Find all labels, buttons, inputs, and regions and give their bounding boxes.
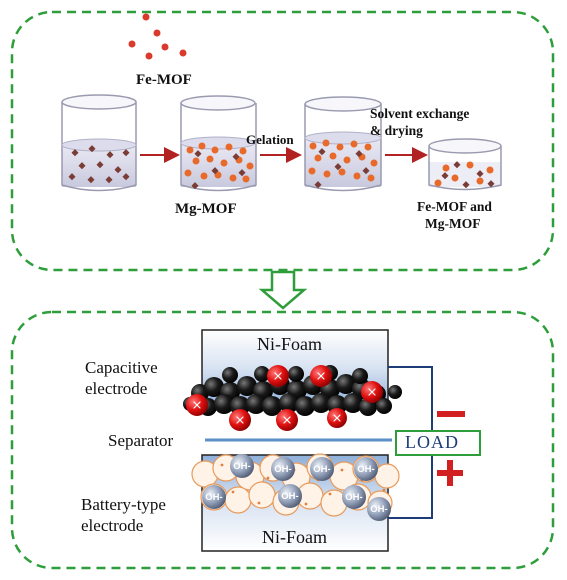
beaker-3 — [304, 96, 382, 192]
separator-label: Separator — [108, 431, 174, 450]
capacitive-electrode-line2: electrode — [85, 379, 148, 398]
minus-terminal — [437, 411, 465, 417]
oh-ion-label: OH- — [274, 464, 291, 475]
oh-ion-label: OH- — [281, 491, 298, 502]
capacitive-electrode-line1: Capacitive — [85, 358, 158, 377]
oh-ion-label: OH- — [205, 492, 222, 503]
beaker-2 — [180, 95, 257, 192]
load-box — [395, 430, 481, 456]
oh-ion — [342, 485, 366, 509]
product-label-line1: Fe-MOF and — [417, 199, 492, 214]
mg-mof-label: Mg-MOF — [175, 201, 237, 217]
load-label: LOAD — [405, 432, 459, 452]
oh-ion-label: OH- — [345, 492, 362, 503]
oh-ion — [230, 454, 254, 478]
drying-label: & drying — [370, 123, 423, 138]
oh-ion-label: OH- — [370, 504, 387, 515]
battery-electrode-line2: electrode — [81, 516, 144, 535]
gelation-label: Gelation — [246, 132, 294, 147]
oh-ion — [278, 484, 302, 508]
ni-foam-bottom-label: Ni-Foam — [262, 527, 327, 547]
product-label-line2: Mg-MOF — [425, 216, 481, 231]
device-panel — [10, 310, 555, 570]
oh-ion — [202, 485, 226, 509]
fe-mof-particles — [128, 13, 187, 60]
oh-ion-label: OH- — [313, 464, 330, 475]
red-mof-spheres — [186, 365, 383, 431]
oh-ion — [354, 457, 378, 481]
ni-foam-top-label: Ni-Foam — [257, 334, 322, 354]
solvent-exchange-label: Solvent exchange — [370, 106, 470, 121]
oh-ion — [367, 497, 391, 521]
fe-mof-label: Fe-MOF — [136, 72, 192, 88]
oh-ion-label: OH- — [357, 464, 374, 475]
battery-electrode-line1: Battery-type — [81, 495, 166, 514]
beaker-4 — [428, 138, 502, 191]
oh-ion — [271, 457, 295, 481]
hydroxide-ions — [202, 454, 391, 521]
beaker-1 — [61, 94, 137, 192]
synthesis-panel — [10, 10, 555, 272]
plus-terminal — [437, 460, 463, 486]
oh-ion-label: OH- — [233, 461, 250, 472]
oh-ion — [310, 457, 334, 481]
down-arrow — [258, 270, 308, 310]
